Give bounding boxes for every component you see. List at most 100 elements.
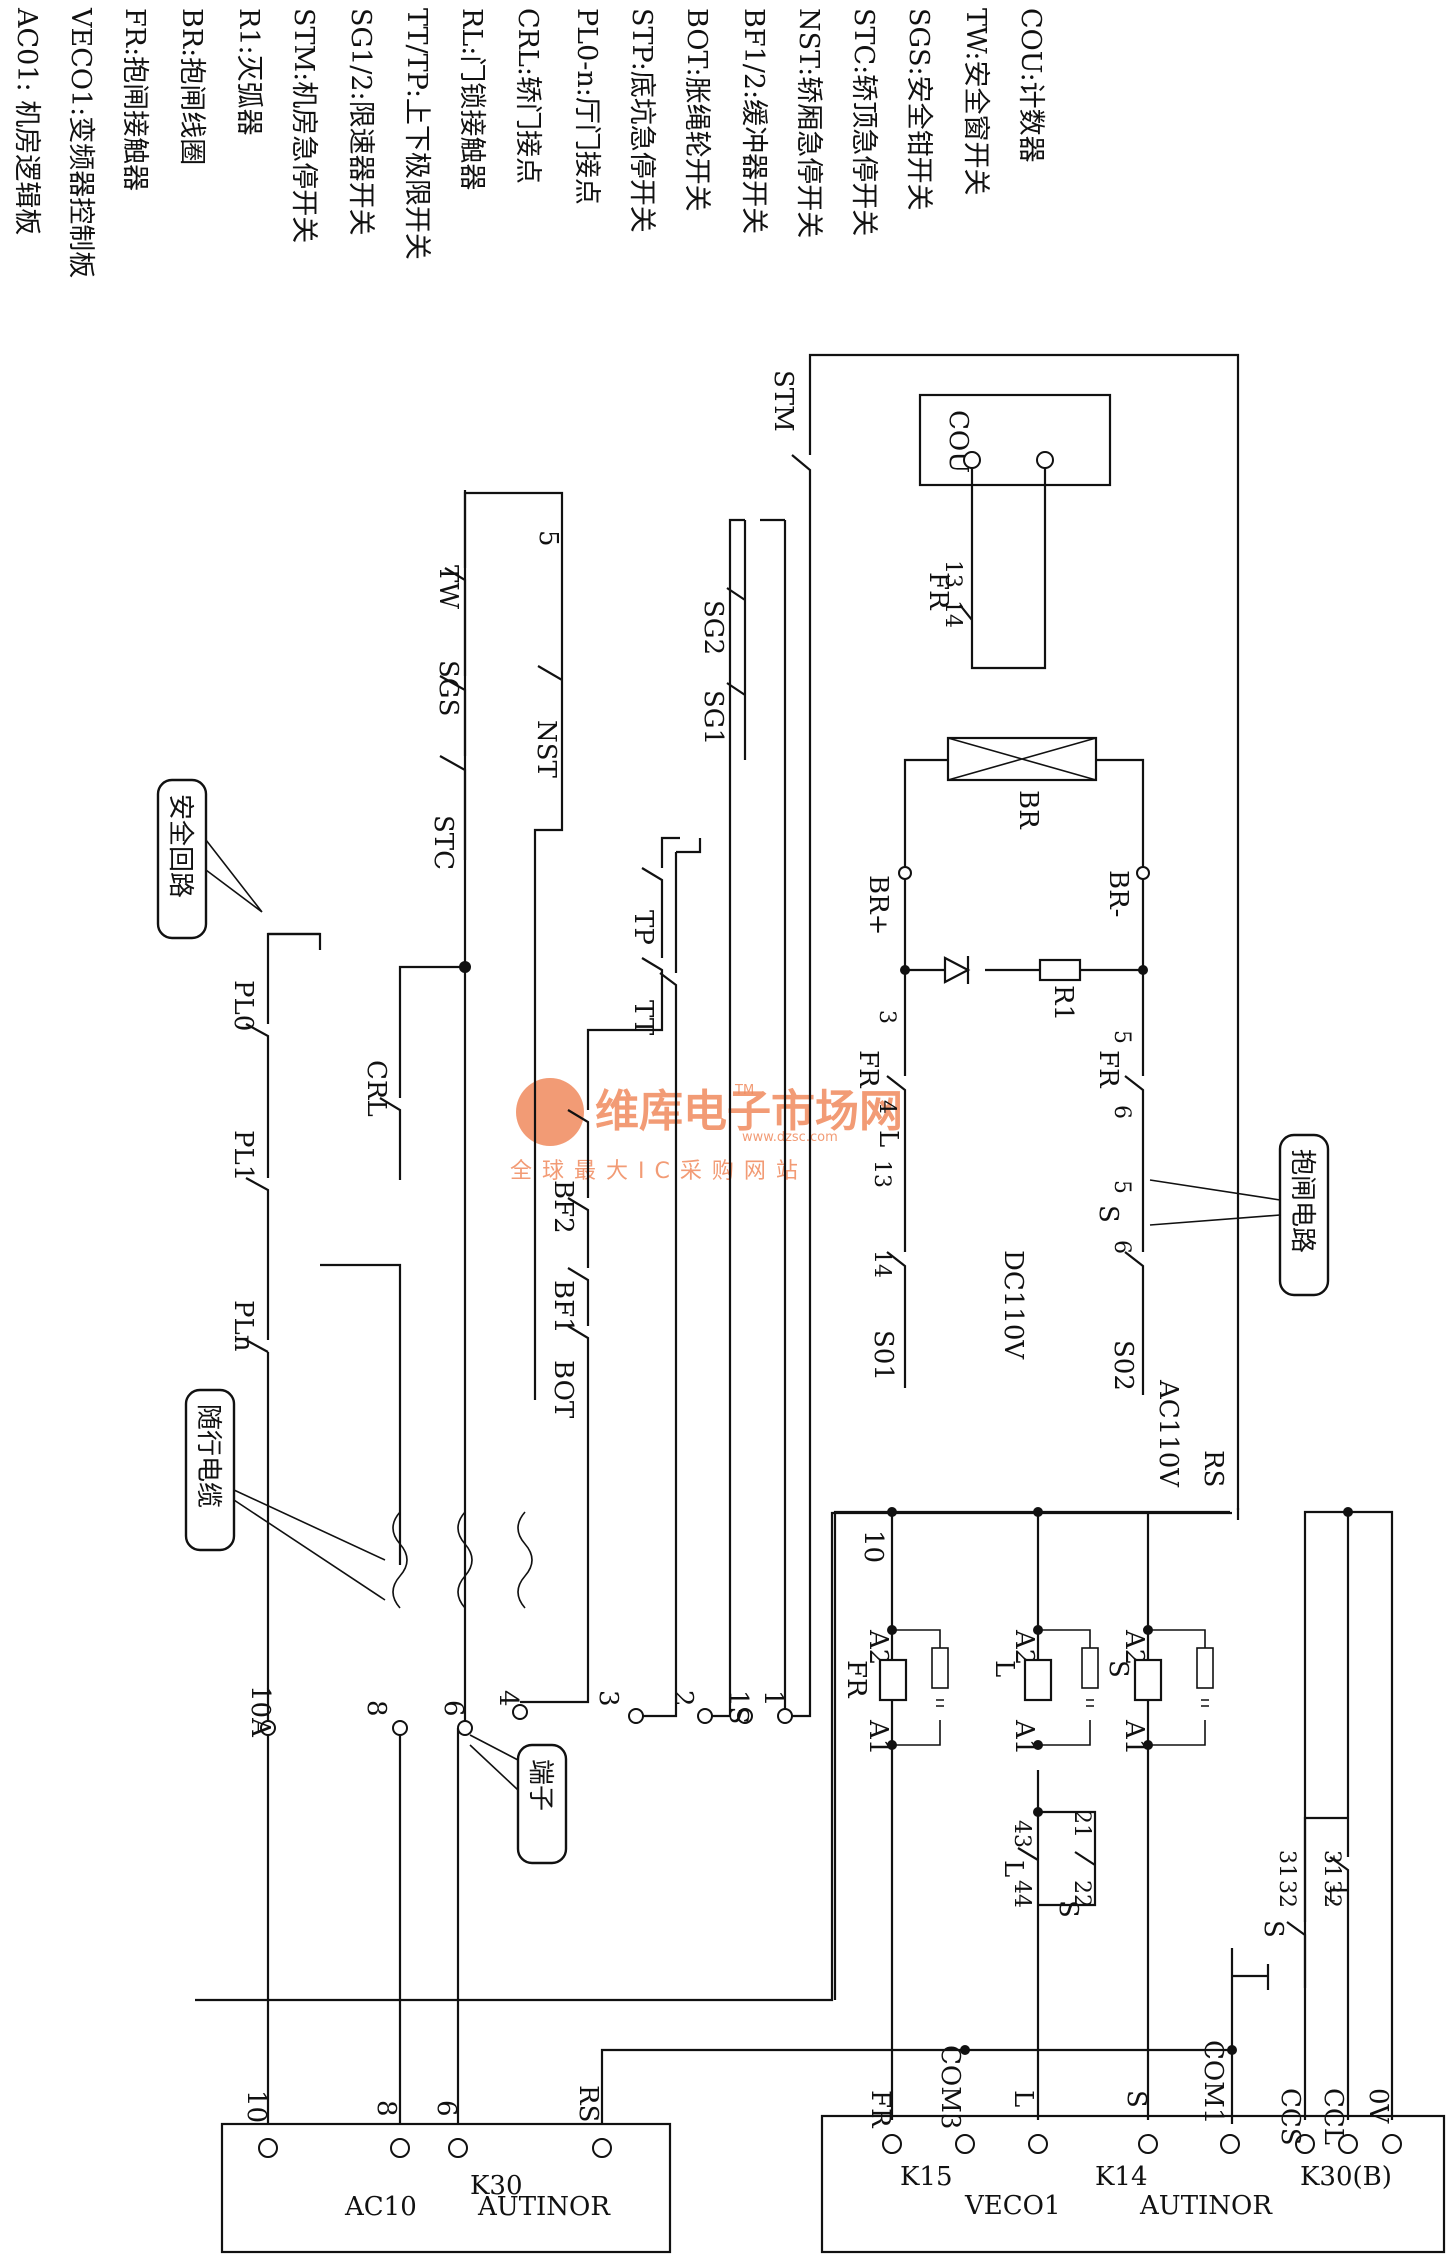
veco1-pin-com1-label: COM1 [1198,2040,1228,2124]
legend-item-4: R1:灭弧器 [233,8,264,136]
switch-sgs-label: SGS [433,660,463,716]
callout-terminal-text: 端子 [525,1759,555,1811]
veco1-pin-ccl-label: CCL [1318,2088,1348,2145]
terminal-10a [260,1720,276,1736]
veco1-connector-k14: K14 [1095,2162,1148,2192]
interlock-l-label: L [998,1860,1028,1877]
pin-number-12: 21 [1069,1810,1094,1838]
brake-fr-top-label: FR [853,1050,883,1089]
switch-pl0-label: PL0 [228,980,258,1031]
ac10-pin-6-terminal [448,2138,468,2158]
pin-number-17: 32 [1319,1880,1344,1908]
switch-tt-label: TT [628,1000,658,1036]
veco1-pin-s-label: S [1121,2090,1151,2108]
brake-coil-label: BR [1013,790,1043,830]
switch-stc-label: STC [428,815,458,870]
switch-crl-label: CRL [361,1060,391,1117]
counter-cou [918,393,1112,670]
pin-number-7: 6 [1109,1240,1134,1254]
watermark-slogan: 全球最大IC采购网站 [510,1159,808,1184]
legend-item-9: CRL:轿门接点 [512,8,543,184]
legend-item-14: NST:轿厢急停开关 [793,8,824,238]
terminal-4 [512,1704,528,1720]
veco1-connector-k30b: K30(B) [1300,2162,1392,2192]
veco1-com3-terminal [955,2134,975,2154]
terminal-10a-label: 10A [245,1685,275,1738]
coil-fr-a1-label: A1 [863,1719,893,1755]
veco1-fr-terminal [882,2134,902,2154]
callout-brake-circuit-text: 抱闸电路 [1287,1149,1317,1253]
legend-item-6: SG1/2:限速器开关 [345,8,376,236]
legend-item-18: COU:计数器 [1015,8,1046,163]
cou-fr-label: FR [923,572,953,611]
switch-bf2-label: BF2 [548,1180,578,1234]
switch-5-label: 5 [533,530,563,547]
veco1-l-terminal [1028,2134,1048,2154]
veco1-com1-terminal [1220,2134,1240,2154]
brake-rs-label: RS [1198,1450,1228,1487]
callout-traveling-cable-text: 随行电缆 [193,1404,223,1508]
pin-number-1: 4 [874,1100,899,1114]
veco1-pin-fr-label: FR [865,2090,895,2129]
legend-item-5: STM:机房急停开关 [288,8,319,243]
veco1-ccs-terminal [1295,2134,1315,2154]
terminal-8 [392,1720,408,1736]
terminal-4-label: 4 [493,1690,523,1707]
terminal-6 [457,1720,473,1736]
brake-br-minus-label: BR- [1103,870,1133,917]
legend-item-3: BR:抱闸线圈 [176,8,207,165]
switch-stm-label: STM [768,370,798,432]
veco1-pin-com3-label: COM3 [935,2045,965,2129]
coil-s [1133,1658,1163,1702]
ac10-pin-8-label: 8 [371,2100,401,2117]
brake-s02-label: S02 [1108,1340,1138,1391]
terminal-8-label: 8 [361,1700,391,1717]
coil-l-label: L [989,1660,1019,1677]
callout-safety-loop [156,778,263,940]
pin-number-13: 22 [1069,1880,1094,1908]
pin-number-8: 13 [940,560,965,588]
veco1-s-terminal [1138,2134,1158,2154]
safety-loop-wiring [195,353,1270,2124]
safety-loop-top-bracket [268,932,322,950]
pin-number-5: 6 [1109,1105,1134,1119]
terminal-3 [628,1708,644,1724]
ac10-pin-rs-label: RS [573,2085,603,2122]
callout-brake-circuit [1149,1133,1330,1297]
veco1-name: VECO1 [964,2191,1061,2221]
legend-item-17: TW:安全窗开关 [960,8,991,196]
switch-sg1-label: SG1 [698,690,728,745]
legend-item-12: BOT:胀绳轮开关 [681,8,712,212]
callout-safety-loop-text: 安全回路 [165,794,195,898]
switch-bf1-label: BF1 [548,1280,578,1334]
brake-dc110v-label: DC110V [998,1250,1028,1360]
switch-pln-label: PLn [228,1300,258,1352]
legend-item-16: SGS:安全钳开关 [903,8,934,211]
feedback-s-label: S [1258,1920,1288,1938]
switch-bot-label: BOT [548,1360,578,1419]
ac10-board: K30 AC10 AUTINOR [220,2122,672,2254]
terminal-2 [697,1708,713,1724]
contactor-coils [833,1507,1394,2120]
legend-item-1: VECO1:变频器控制板 [65,7,96,278]
veco1-ccl-terminal [1338,2134,1358,2154]
switch-tw-label: TW [433,565,463,609]
coil-fr-label: FR [841,1660,871,1699]
veco1-0v-terminal [1382,2134,1402,2154]
terminal-1 [777,1708,793,1724]
pin-number-15: 32 [1274,1880,1299,1908]
brake-s01-label: S01 [868,1330,898,1381]
watermark-logo-icon [516,1078,584,1146]
pin-number-0: 3 [874,1010,899,1024]
terminal-1-label: 1 [758,1690,788,1707]
ac10-pin-6-label: 6 [431,2100,461,2117]
veco1-pin-ccs-label: CCS [1275,2088,1305,2146]
legend-item-2: FR:抱闸接触器 [119,8,150,191]
watermark: 维库电子市场网 TM www.dzsc.com 全球最大IC采购网站 [510,1078,903,1184]
legend-item-13: BF1/2:缓冲器开关 [738,8,769,234]
brake-r1-label: R1 [1048,985,1078,1021]
switch-pl1-label: PL1 [228,1130,258,1181]
pin-number-9: 14 [940,600,965,628]
legend-item-8: RL:门锁接触器 [456,8,487,190]
